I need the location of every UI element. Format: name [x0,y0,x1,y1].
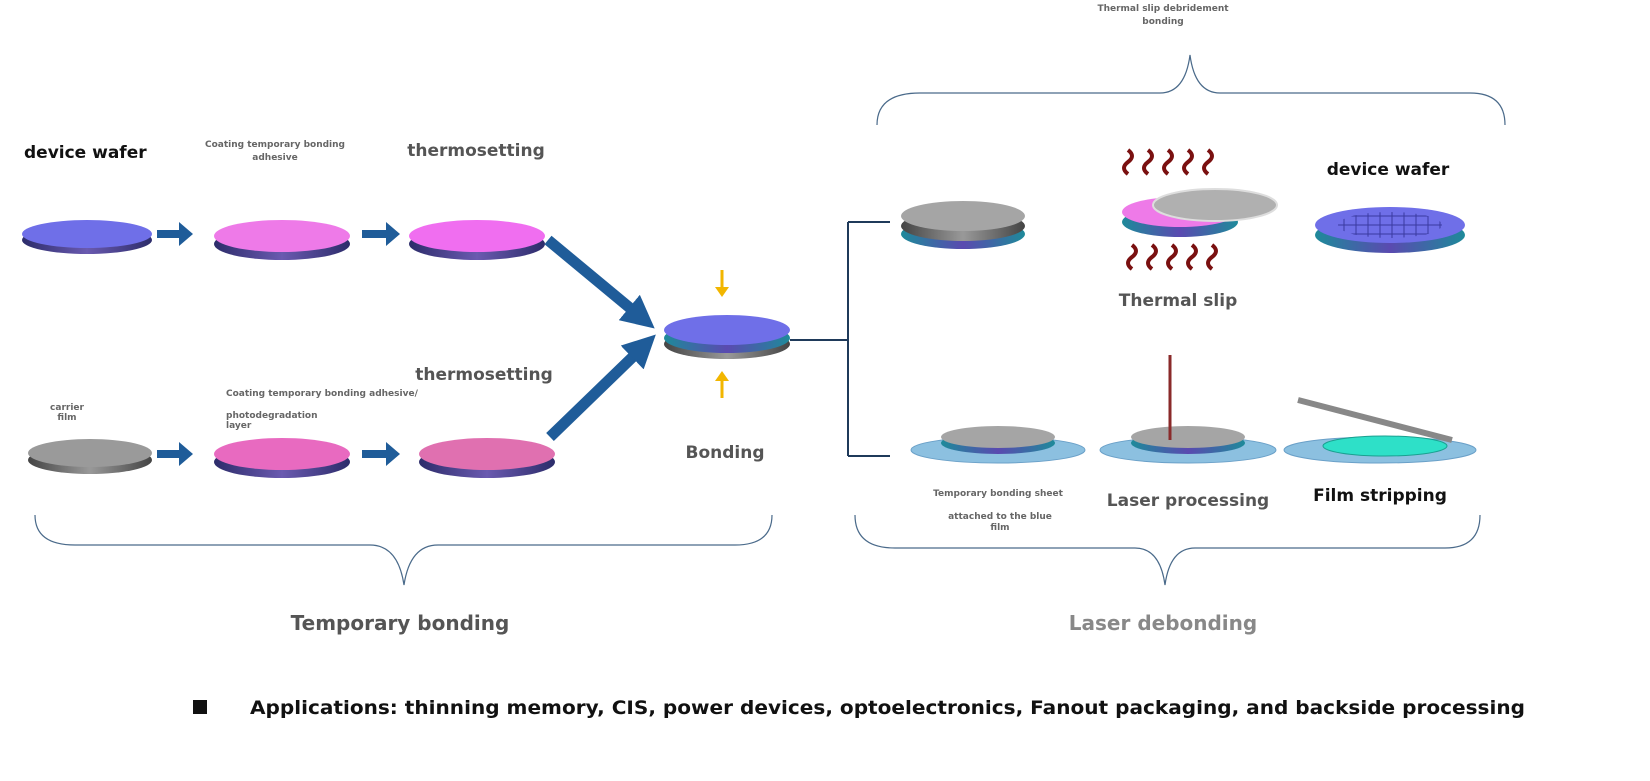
blue-film-sheet [910,426,1086,464]
bonding-label: Bonding [685,443,764,463]
carrier-film-label-2: film [57,413,76,423]
device-wafer-label-2: device wafer [1327,160,1450,180]
bullet-square-icon [193,700,207,714]
arrow-right-icon [362,222,400,246]
laser-processing-label: Laser processing [1107,491,1269,511]
temporary-bonding-title: Temporary bonding [291,611,510,635]
arrow-right-icon [157,222,193,246]
thermal-slip-header-2: bonding [1142,17,1183,27]
carrier-film-label: carrier [50,403,84,413]
thermoset-carrier-disk [419,438,555,478]
thermosetting-label-2: thermosetting [415,365,553,385]
film-stripping-sheet [1283,397,1477,464]
sheet-label-3: film [990,523,1009,533]
laser-debonding-brace [854,514,1481,586]
applications-text: Applications: thinning memory, CIS, powe… [250,697,1525,719]
thermosetting-label: thermosetting [407,141,545,161]
coating-photodegradation-label-2: photodegradation [226,411,318,421]
temporary-bonding-brace [34,514,773,586]
coating-label-2: adhesive [252,153,297,163]
arrow-right-icon [362,442,400,466]
laser-debonding-title: Laser debonding [1069,611,1257,635]
carrier-film-disk [28,439,152,474]
merge-arrow-bottom [546,334,656,441]
coated-carrier-disk [214,438,350,478]
coating-photodegradation-label-3: layer [226,421,252,431]
device-wafer-label: device wafer [24,143,147,163]
coated-wafer-disk [214,220,350,260]
laser-processing-sheet [1099,426,1277,464]
coating-photodegradation-label: Coating temporary bonding adhesive/ [226,389,419,399]
device-wafer-disk [22,220,152,254]
bonded-stack-grey [901,201,1025,249]
split-bracket [790,221,890,457]
sheet-label-2: attached to the blue [948,512,1052,522]
heat-waves-icon [1122,148,1218,271]
thermal-slip-label: Thermal slip [1119,291,1238,311]
merge-arrow-top [544,235,655,329]
thermal-slip-stack [1122,188,1278,237]
arrow-right-icon [157,442,193,466]
coating-label: Coating temporary bonding [205,140,345,150]
bonded-wafer-stack [664,315,790,359]
press-arrows [715,270,729,398]
top-brace [876,54,1506,126]
film-stripping-label: Film stripping [1313,486,1447,506]
thermal-slip-header: Thermal slip debridement [1097,4,1229,14]
sheet-label: Temporary bonding sheet [933,489,1064,499]
thermoset-wafer-disk [409,220,545,260]
device-wafer-with-dies [1315,207,1465,253]
